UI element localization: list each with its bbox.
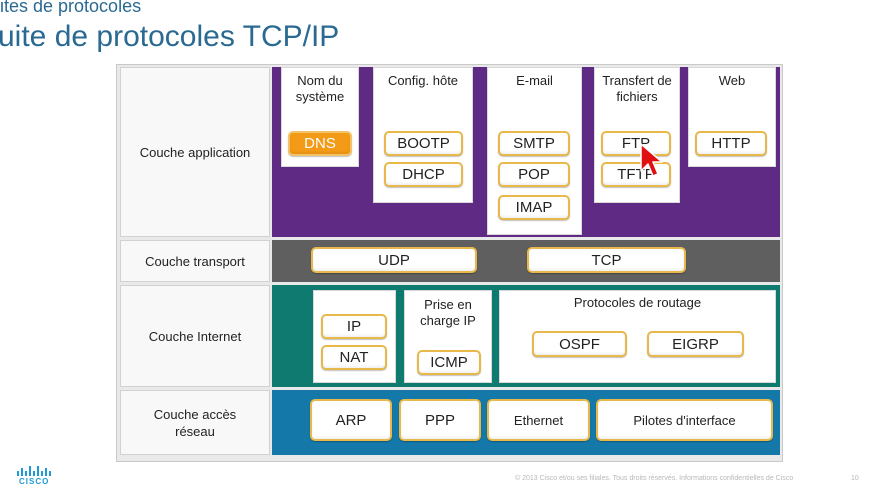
red-pointer-cursor-icon [640,143,663,177]
ftp-button[interactable]: FTP [601,131,671,156]
bootp-button[interactable]: BOOTP [384,131,463,156]
icmp-button[interactable]: ICMP [417,350,481,375]
slide-section-title: ites de protocoles [0,0,142,16]
tcp-button[interactable]: TCP [527,247,686,273]
imap-button[interactable]: IMAP [498,195,570,220]
layer-label-transport: Couche transport [120,240,270,282]
ip-button[interactable]: IP [321,314,387,339]
internet-group-title: Prise en charge IP [420,297,476,328]
footer-copyright: © 2013 Cisco et/ou ses filiales. Tous dr… [515,475,794,482]
smtp-button[interactable]: SMTP [498,131,570,156]
app-group-title: Config. hôte [387,73,459,88]
app-group-title: Nom du système [295,73,345,104]
layer-label-internet: Couche Internet [120,285,270,387]
app-group-title: Transfert de fichiers [602,73,672,104]
layer-label-application: Couche application [120,67,270,237]
cisco-logo-icon [17,466,51,476]
layer-label-network-access: Couche accès réseau [120,390,270,455]
page-number: 10 [851,475,859,482]
http-button[interactable]: HTTP [695,131,767,156]
internet-group-title: Protocoles de routage [573,295,702,310]
eigrp-button[interactable]: EIGRP [647,331,744,357]
ppp-button[interactable]: PPP [399,399,481,441]
slide-title: uite de protocoles TCP/IP [0,20,340,53]
ethernet-button[interactable]: Ethernet [487,399,590,441]
pop-button[interactable]: POP [498,162,570,187]
cisco-logo-text: CISCO [19,477,50,486]
udp-button[interactable]: UDP [311,247,477,273]
dns-button[interactable]: DNS [288,131,352,156]
nat-button[interactable]: NAT [321,345,387,370]
ospf-button[interactable]: OSPF [532,331,627,357]
app-group-title: Web [718,73,746,88]
dhcp-button[interactable]: DHCP [384,162,463,187]
arp-button[interactable]: ARP [310,399,392,441]
tftp-button[interactable]: TFTP [601,162,671,187]
interface-drivers-button[interactable]: Pilotes d'interface [596,399,773,441]
app-group-title: E-mail [516,73,553,88]
